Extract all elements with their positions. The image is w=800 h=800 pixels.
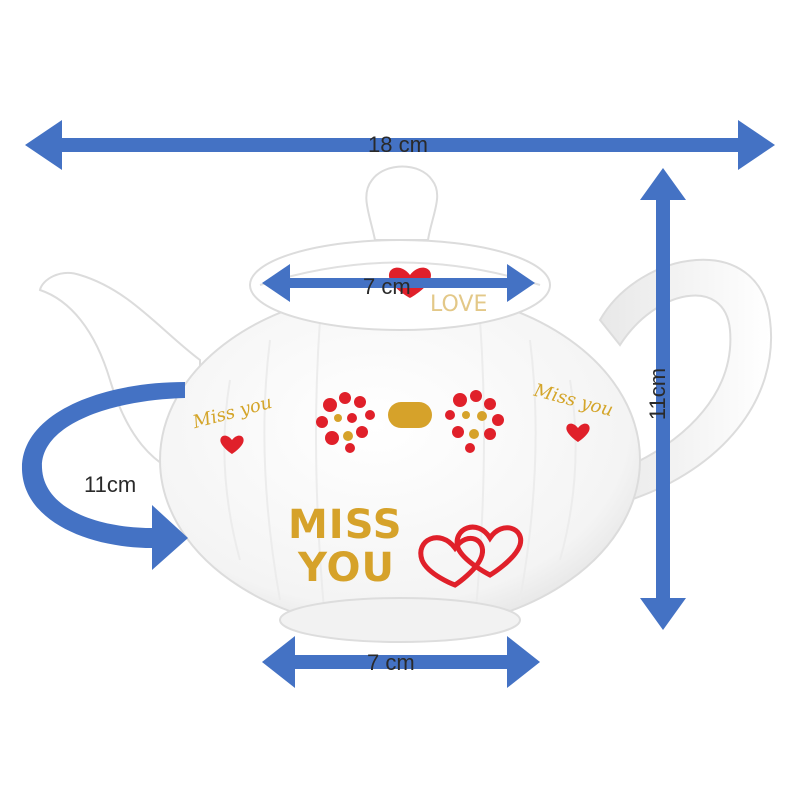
teapot-handle [598, 258, 773, 502]
double-hearts [418, 524, 524, 588]
circumference-arrow [21, 382, 188, 570]
teapot-spout [38, 271, 201, 482]
lid-text: LOVE [430, 292, 488, 317]
overall-width-label: 18 cm [368, 132, 428, 157]
dimension-arrows [21, 120, 775, 688]
small-heart-right [566, 423, 590, 442]
teapot-ribs [223, 319, 577, 621]
dot-flower-right [445, 390, 504, 453]
height-label: 11cm [645, 367, 671, 421]
dot-flower-left [316, 392, 375, 453]
lid-knob [365, 165, 439, 241]
teapot-base [279, 597, 521, 643]
gold-oval [388, 402, 432, 428]
base-width-arrow [262, 636, 540, 688]
teapot-body [159, 289, 641, 631]
you-text: YOU [298, 545, 396, 591]
height-arrow [640, 168, 686, 630]
lid-width-arrow [262, 264, 535, 302]
width-arrow [25, 120, 775, 170]
small-heart-left [220, 435, 244, 454]
base-width-label: 7 cm [367, 650, 415, 675]
miss-text: MISS [288, 502, 403, 548]
lid-width-label: 7 cm [363, 274, 411, 299]
circumference-label: 11cm [84, 472, 137, 497]
